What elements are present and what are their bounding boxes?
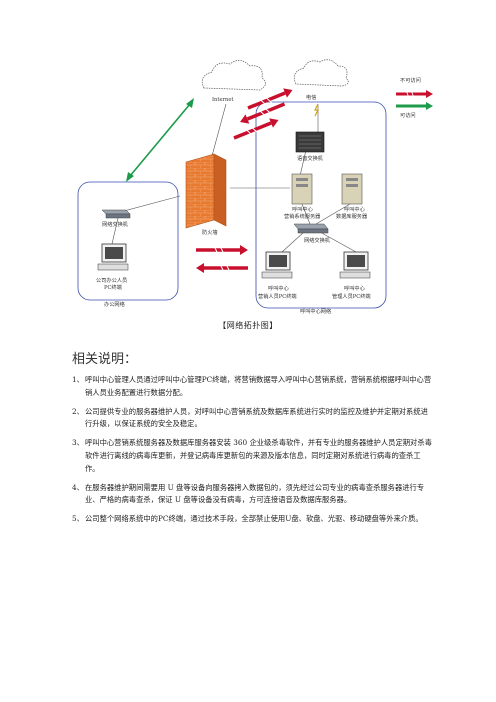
lightning-icon	[314, 103, 319, 117]
note-item: 1、 呼叫中心管理人员通过呼叫中心管理PC终端，将营销数据导入呼叫中心营销系统，…	[72, 374, 432, 400]
callcenter-switch-label: 网络交换机	[304, 236, 331, 244]
note-item: 5、 公司整个网络系统中的PC终端，通过技术手段，全部禁止使用U盘、软盘、光驱、…	[72, 513, 432, 526]
legend-allowed-label: 可访问	[400, 111, 416, 119]
admin-pc-label-2: 管理人员PC终端	[332, 292, 371, 300]
admin-pc-icon	[339, 251, 371, 279]
sales-pc-label-1: 呼叫中心	[268, 284, 289, 292]
callcenter-switch-icon	[293, 223, 329, 234]
office-pc-label-2: PC终端	[104, 283, 122, 291]
sales-pc-label-2: 营销人员PC终端	[258, 292, 297, 300]
callcenter-network-label: 呼叫中心网络	[300, 307, 331, 315]
office-pc-icon	[97, 243, 129, 271]
voice-switch-label: 语音交换机	[297, 154, 324, 162]
office-network-zone	[77, 181, 179, 301]
note-text: 在服务器维护期间需要用 U 盘等设备向服务器拷入数据包的，须先经过公司专业的病毒…	[85, 482, 425, 505]
office-network-label: 办公网络	[104, 300, 125, 308]
internet-cloud-icon	[201, 60, 266, 91]
blocked-access-arrows	[233, 88, 293, 140]
marketing-server-icon	[291, 173, 313, 205]
telecom-label: 电信	[306, 93, 316, 101]
admin-pc-label-1: 呼叫中心	[344, 284, 365, 292]
diagram-caption: 【网络拓扑图】	[218, 321, 278, 330]
firewall-icon	[185, 153, 227, 229]
note-item: 4、 在服务器维护期间需要用 U 盘等设备向服务器拷入数据包的，须先经过公司专业…	[72, 482, 432, 508]
note-number: 5、	[72, 514, 84, 524]
blocked-office-arrows	[196, 245, 248, 273]
office-pc-label-1: 公司办公人员	[96, 276, 127, 284]
database-server-icon	[341, 173, 363, 205]
section-title: 相关说明：	[72, 352, 138, 367]
voice-switch-icon	[295, 131, 325, 153]
note-item: 3、 呼叫中心营销系统服务器及数据库服务器安装 360 企业级杀毒软件，并有专业…	[72, 437, 432, 475]
database-server-label-1: 呼叫中心	[344, 205, 365, 213]
note-number: 4、	[72, 482, 84, 492]
note-text: 呼叫中心营销系统服务器及数据库服务器安装 360 企业级杀毒软件，并有专业的服务…	[85, 438, 432, 473]
office-switch-label: 网络交换机	[102, 220, 129, 228]
marketing-server-label-2: 营销系统服务器	[284, 212, 321, 220]
telecom-cloud-icon	[293, 59, 349, 87]
legend: 不可访问 可访问	[396, 76, 433, 119]
notes-list: 1、 呼叫中心管理人员通过呼叫中心管理PC终端，将营销数据导入呼叫中心营销系统，…	[72, 374, 432, 532]
note-item: 2、 公司提供专业的服务器维护人员，对呼叫中心营销系统及数据库系统进行实时的监控…	[72, 406, 432, 432]
office-switch-icon	[101, 209, 131, 219]
sales-pc-icon	[261, 251, 293, 279]
note-number: 2、	[72, 406, 84, 416]
network-topology-diagram: Internet 电信 语音交换机 防火墙 呼叫中心 营销系统服务器 呼叫中心 …	[77, 59, 433, 315]
marketing-server-label-1: 呼叫中心	[292, 205, 313, 213]
legend-blocked-label: 不可访问	[400, 76, 421, 84]
note-number: 3、	[72, 438, 84, 448]
internet-label: Internet	[212, 97, 234, 103]
note-text: 公司整个网络系统中的PC终端，通过技术手段，全部禁止使用U盘、软盘、光驱、移动硬…	[85, 514, 423, 524]
connection-lines	[111, 103, 357, 253]
note-text: 公司提供专业的服务器维护人员，对呼叫中心营销系统及数据库系统进行实时的监控及维护…	[85, 406, 428, 429]
note-number: 1、	[72, 375, 84, 384]
allowed-access-arrow	[126, 98, 194, 182]
callcenter-network-zone	[255, 101, 387, 309]
firewall-label: 防火墙	[202, 228, 218, 236]
database-server-label-2: 数据库服务器	[336, 212, 368, 220]
note-text: 呼叫中心管理人员通过呼叫中心管理PC终端，将营销数据导入呼叫中心营销系统，营销系…	[85, 375, 432, 397]
